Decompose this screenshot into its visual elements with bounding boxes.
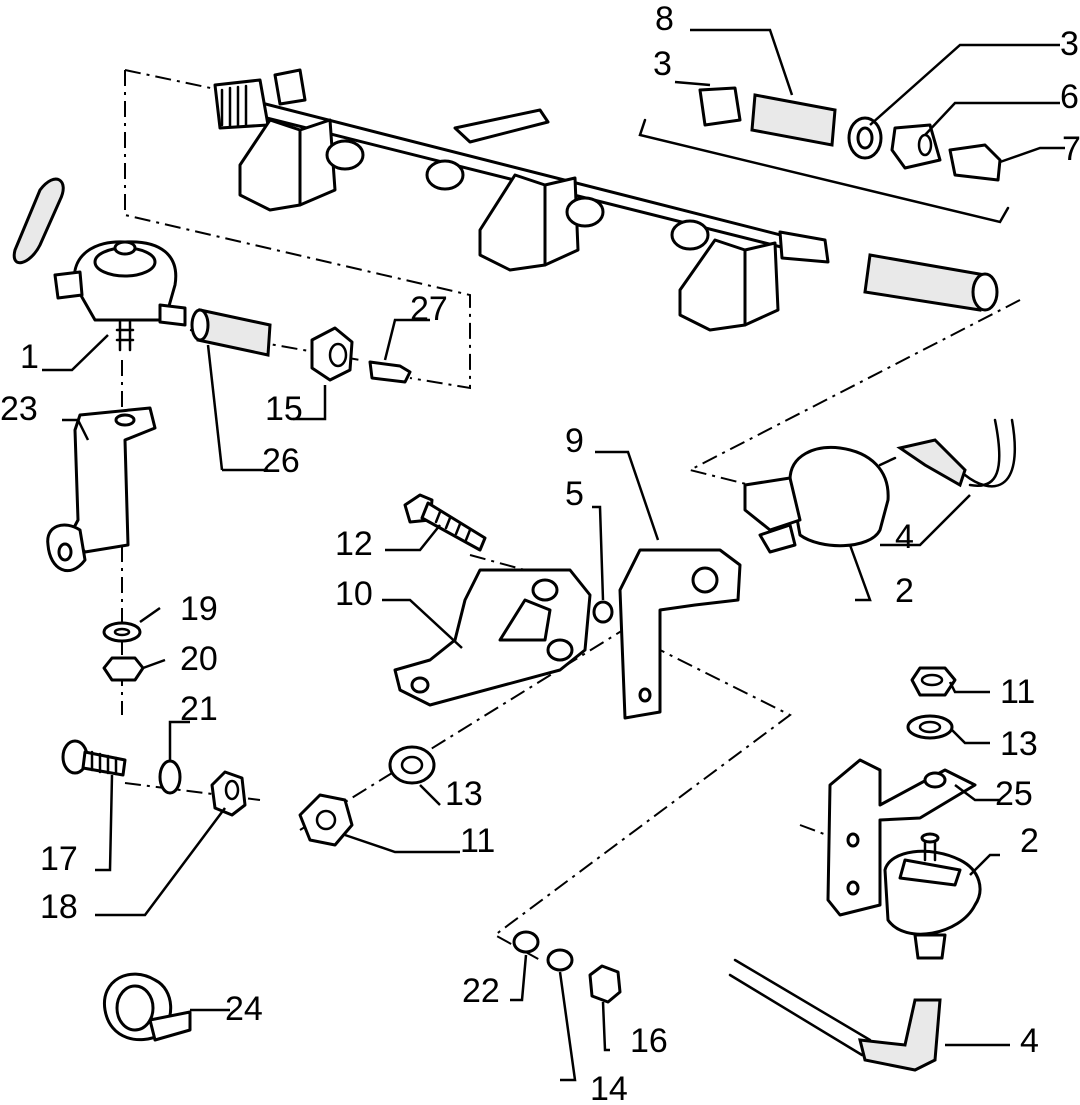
lower-right-assembly (826, 666, 982, 960)
callout-24: 24 (225, 990, 263, 1028)
callout-10: 10 (335, 575, 373, 613)
callout-11-right: 11 (1000, 673, 1035, 711)
hose-and-fittings-left (190, 308, 412, 384)
callout-7: 7 (1062, 130, 1080, 168)
callout-3-right: 3 (1060, 25, 1079, 63)
callout-21: 21 (180, 690, 218, 728)
callout-4-lower: 4 (1020, 1022, 1039, 1060)
callout-2-lower: 2 (1020, 822, 1039, 860)
callout-14: 14 (590, 1070, 628, 1105)
callout-11-center: 11 (460, 822, 495, 860)
callout-6: 6 (1060, 78, 1079, 116)
callout-18: 18 (40, 888, 78, 926)
fuel-rail (213, 68, 830, 332)
callout-13-center: 13 (445, 775, 483, 813)
pressure-regulator-right-upper (743, 418, 1017, 554)
callout-1: 1 (20, 338, 39, 376)
callout-13-right: 13 (1000, 725, 1038, 763)
callout-20: 20 (180, 640, 218, 678)
pressure-regulator-left (12, 177, 187, 352)
clip-24 (103, 972, 192, 1042)
callout-19: 19 (180, 590, 218, 628)
callout-2-upper: 2 (895, 572, 914, 610)
bracket-23 (46, 406, 157, 573)
leader-lines (42, 28, 1065, 1082)
callout-27: 27 (410, 290, 448, 328)
callout-5: 5 (565, 475, 584, 513)
fasteners-center (298, 745, 622, 1004)
callout-4-upper: 4 (895, 518, 914, 556)
callout-16: 16 (630, 1022, 668, 1060)
callout-25: 25 (995, 775, 1033, 813)
vacuum-hose-lower (728, 958, 942, 1072)
callout-22: 22 (462, 972, 500, 1010)
hose-fitting-group (638, 86, 1010, 312)
callout-17: 17 (40, 840, 78, 878)
callout-9: 9 (565, 422, 584, 460)
callout-3-left: 3 (653, 45, 672, 83)
callout-12: 12 (335, 525, 373, 563)
fasteners-left (61, 621, 247, 817)
bracket-assembly-center (393, 493, 742, 720)
callout-23: 23 (0, 390, 38, 428)
callout-15: 15 (265, 390, 303, 428)
callout-26: 26 (262, 442, 300, 480)
callout-8: 8 (655, 0, 674, 38)
